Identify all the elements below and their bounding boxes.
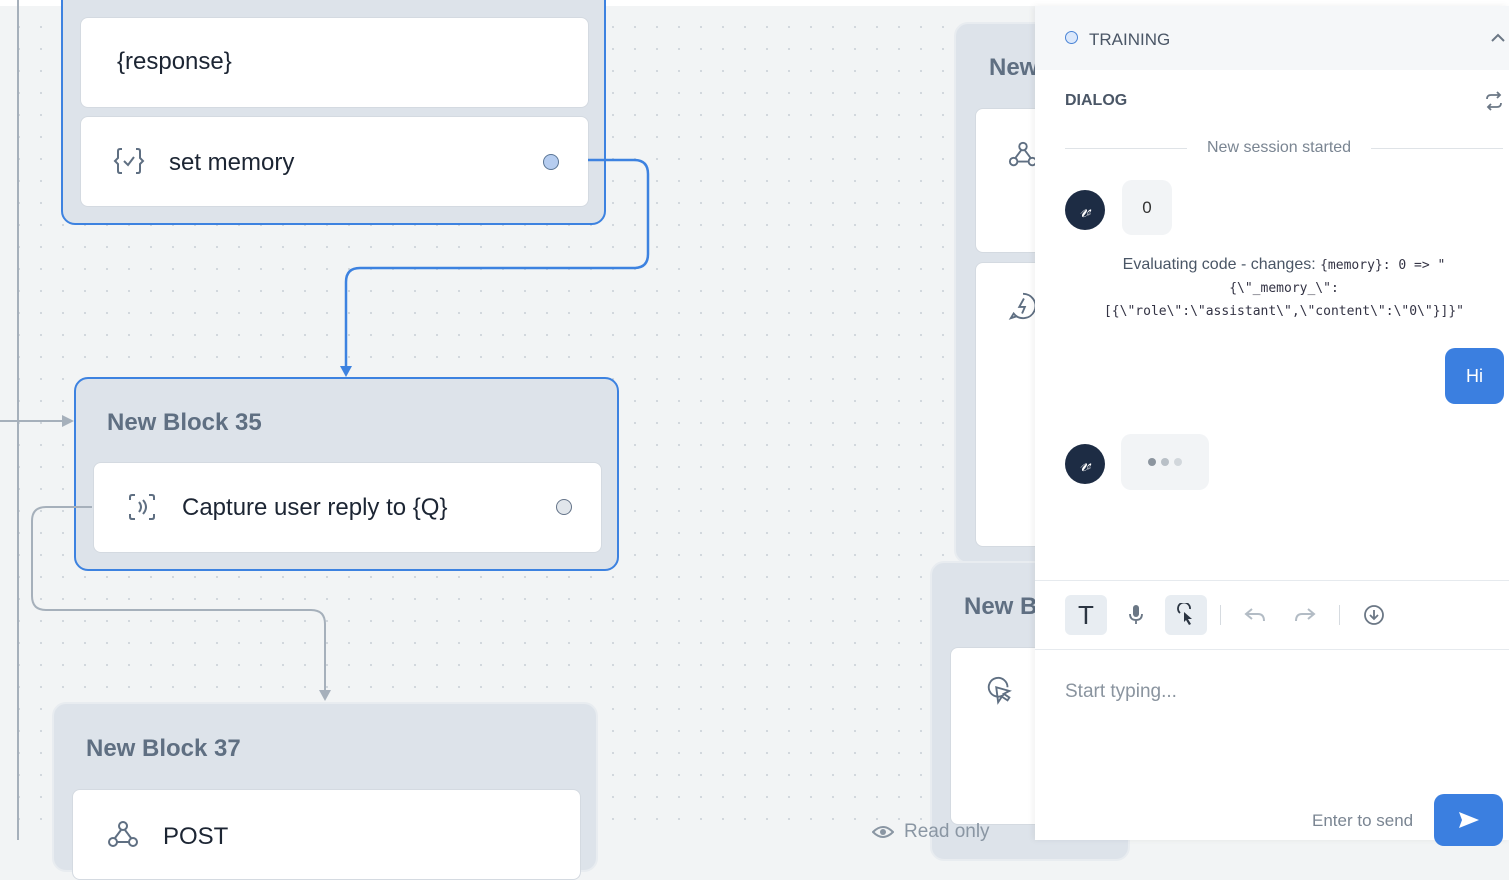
input-toolbar: T: [1035, 580, 1509, 650]
step-port[interactable]: [556, 499, 572, 515]
refresh-icon[interactable]: [1484, 91, 1504, 111]
bot-avatar: 𝓋: [1065, 190, 1105, 230]
send-icon: [1458, 812, 1479, 828]
eval-trace: Evaluating code - changes: {memory}: 0 =…: [1065, 254, 1503, 323]
read-only-indicator: Read only: [872, 820, 990, 844]
block-37-title: New Block 37: [86, 735, 241, 762]
step-response[interactable]: {response}: [80, 17, 589, 108]
voice-mode-button[interactable]: [1115, 595, 1157, 635]
block-37[interactable]: New Block 37 POST: [52, 702, 598, 880]
dialog-area: DIALOG New session started 𝓋 0 Evaluatin…: [1035, 70, 1509, 580]
step-set-memory-text: set memory: [169, 149, 295, 176]
step-response-text: {response}: [117, 48, 232, 75]
chevron-up-icon[interactable]: [1490, 33, 1506, 43]
user-message: Hi: [1445, 348, 1504, 404]
bot-avatar: 𝓋: [1065, 444, 1105, 484]
eye-icon: [872, 826, 894, 838]
step-capture-text: Capture user reply to {Q}: [182, 494, 448, 521]
api-icon: [1008, 141, 1038, 167]
pointer-icon: [987, 676, 1012, 705]
dialog-title: DIALOG: [1065, 92, 1128, 109]
typing-dot: [1148, 458, 1156, 466]
toolbar-separator: [1220, 605, 1221, 625]
block-top[interactable]: {response} set memory: [61, 0, 606, 225]
send-button[interactable]: [1434, 794, 1503, 846]
text-mode-button[interactable]: T: [1065, 595, 1107, 635]
microphone-icon: [1129, 605, 1143, 624]
block-right-b-title: New B: [964, 593, 1038, 620]
code-check-icon: [113, 148, 145, 174]
eval-var: {memory}: [1320, 258, 1383, 273]
block-35-title: New Block 35: [107, 409, 262, 436]
typing-dot: [1174, 458, 1182, 466]
redo-icon: [1295, 608, 1316, 622]
eval-line-3: [{\"role\":\"assistant\",\"content\":\"0…: [1103, 304, 1465, 319]
session-divider-text: New session started: [1187, 139, 1372, 157]
download-icon: [1364, 605, 1384, 625]
step-port[interactable]: [543, 154, 559, 170]
connector-rail: [17, 0, 19, 840]
tap-icon: [1177, 603, 1192, 625]
message-input-placeholder: Start typing...: [1065, 681, 1177, 702]
undo-icon: [1244, 608, 1265, 622]
step-post-text: POST: [163, 823, 229, 850]
eval-line-2: {\"_memory_\":: [1229, 281, 1339, 296]
step-capture[interactable]: Capture user reply to {Q}: [93, 462, 602, 553]
block-35[interactable]: New Block 35 Capture user reply to {Q}: [74, 377, 619, 571]
message-input[interactable]: Start typing... Enter to send: [1035, 649, 1509, 846]
typing-indicator: [1121, 434, 1209, 490]
text-mode-icon: T: [1078, 599, 1094, 630]
eval-arrow: : 0 => ": [1382, 258, 1446, 273]
bot-message: 0: [1122, 180, 1172, 235]
redo-button[interactable]: [1284, 595, 1326, 635]
status-dot-icon: [1065, 31, 1078, 44]
button-mode-button[interactable]: [1165, 595, 1207, 635]
prototype-panel: TRAINING DIALOG New session started 𝓋 0 …: [1035, 6, 1509, 846]
typing-dot: [1161, 458, 1169, 466]
step-post[interactable]: POST: [72, 789, 581, 880]
undo-button[interactable]: [1234, 595, 1276, 635]
download-button[interactable]: [1353, 595, 1395, 635]
event-icon: [1008, 292, 1037, 320]
toolbar-separator: [1339, 605, 1340, 625]
block-right-a-title: New: [989, 54, 1039, 81]
api-icon: [108, 821, 138, 847]
capture-icon: [129, 494, 155, 520]
read-only-text: Read only: [904, 821, 990, 842]
step-set-memory[interactable]: set memory: [80, 116, 589, 207]
send-hint: Enter to send: [1312, 811, 1414, 830]
panel-header-label: TRAINING: [1089, 30, 1171, 49]
panel-header[interactable]: TRAINING: [1035, 6, 1509, 71]
eval-prefix: Evaluating code - changes:: [1122, 256, 1321, 273]
